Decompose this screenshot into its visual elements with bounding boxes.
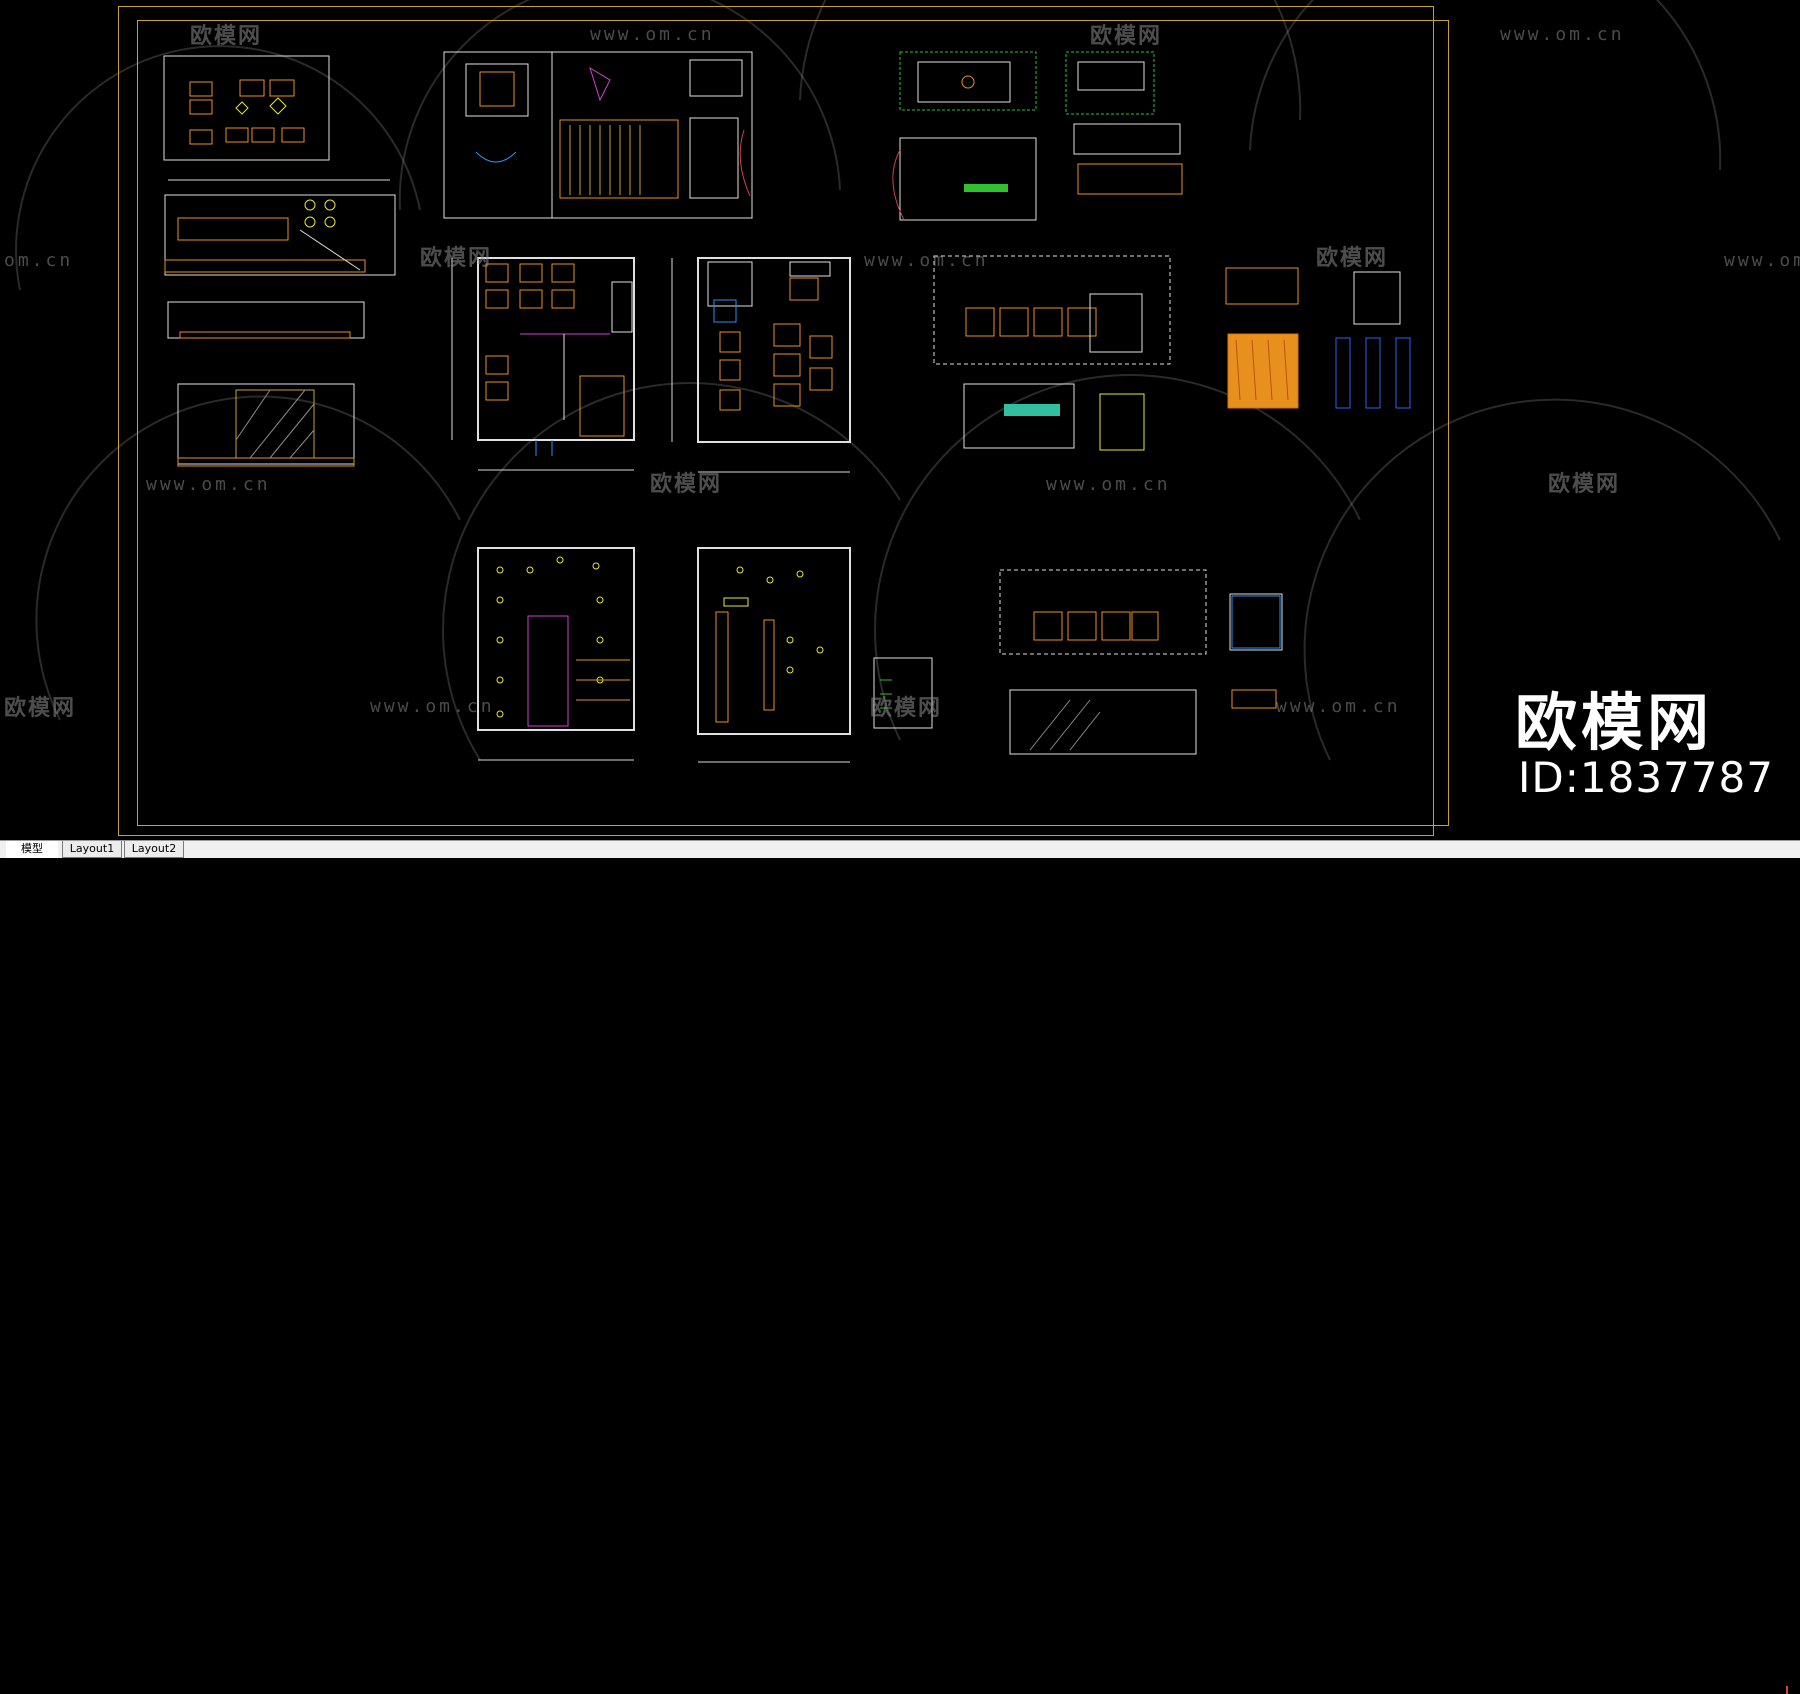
top-middle-sheet — [443, 51, 753, 219]
watermark-url-fragment: om.cn — [4, 250, 74, 271]
left-mid-elevations — [167, 301, 365, 467]
watermark-url: www.om.cn — [370, 696, 495, 717]
sheet-border-inner — [137, 20, 1449, 826]
watermark-url: www.om.cn — [590, 24, 715, 45]
tab-layout1[interactable]: Layout1 — [62, 841, 122, 858]
sheet-border-outer — [118, 6, 1434, 836]
watermark-url: www.om.cn — [1046, 474, 1171, 495]
model-id-label: ID:1837787 — [1518, 753, 1774, 802]
drawing-canvas[interactable]: 欧模网 www.om.cn 欧模网 www.om.cn om.cn 欧模网 ww… — [0, 0, 1800, 840]
right-middle-details — [933, 255, 1171, 451]
watermark-url: www.om.cn — [1500, 24, 1625, 45]
tab-layout2[interactable]: Layout2 — [124, 841, 184, 858]
floor-plan-2 — [671, 257, 851, 473]
tab-model[interactable]: 模型 — [6, 841, 58, 858]
layout-tab-bar: 模型 Layout1 Layout2 — [0, 840, 1800, 1694]
watermark-brand: 欧模网 — [1316, 246, 1389, 271]
watermark-brand: 欧模网 — [190, 24, 263, 49]
cad-drawings — [163, 51, 1411, 763]
watermark-brand: 欧模网 — [870, 696, 943, 721]
top-left-elevation — [164, 179, 396, 276]
far-right-details — [1225, 267, 1411, 409]
watermark-brand: 欧模网 — [1090, 24, 1163, 49]
watermark-brand: 欧模网 — [4, 696, 77, 721]
floor-plan-1 — [451, 257, 635, 471]
scroll-indicator[interactable] — [1786, 1686, 1800, 1694]
top-left-plan — [163, 55, 330, 161]
top-right-details — [892, 51, 1183, 221]
watermark-arcs — [15, 0, 1781, 761]
ceiling-plan-1 — [477, 547, 635, 761]
watermark-url: www.om.cn — [864, 250, 989, 271]
watermark-brand: 欧模网 — [1548, 472, 1621, 497]
watermark-url: www.om.cn — [1276, 696, 1401, 717]
watermark-url: www.om.cn — [146, 474, 271, 495]
watermark-brand: 欧模网 — [420, 246, 493, 271]
watermark-brand: 欧模网 — [650, 472, 723, 497]
ceiling-plan-2 — [697, 547, 933, 763]
watermark-url: www.om.cn — [1724, 250, 1800, 271]
bottom-right-details — [999, 569, 1283, 755]
brand-watermark-large: 欧模网 — [1515, 686, 1714, 759]
